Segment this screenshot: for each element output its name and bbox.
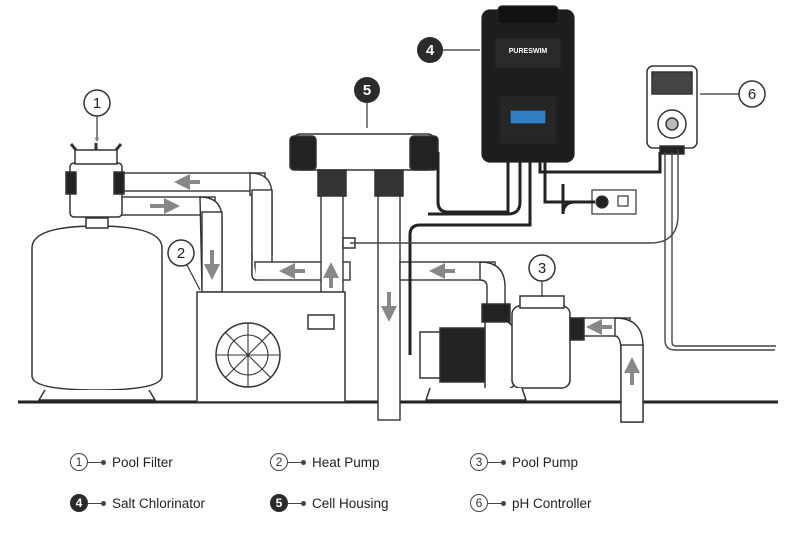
legend-badge-1: 1 — [70, 453, 88, 471]
chlorinator-brand: PURESWIM — [509, 48, 548, 55]
callout-3: 3 — [528, 254, 556, 297]
legend-item-cell-housing: 5 Cell Housing — [270, 492, 389, 514]
legend-leader — [488, 500, 506, 506]
legend-badge-3: 3 — [470, 453, 488, 471]
pool-filter — [31, 143, 163, 401]
legend-label-ph-controller: pH Controller — [512, 495, 592, 511]
legend-leader — [88, 459, 106, 465]
legend-label-pool-filter: Pool Filter — [112, 454, 173, 470]
legend-item-ph-controller: 6 pH Controller — [470, 492, 592, 514]
legend-badge-6: 6 — [470, 494, 488, 512]
legend-leader — [88, 500, 106, 506]
callout-2: 2 — [167, 239, 201, 291]
callout-5: 5 — [354, 77, 380, 128]
callout-6: 6 — [700, 80, 766, 108]
legend-leader — [288, 459, 306, 465]
legend-item-pool-pump: 3 Pool Pump — [470, 451, 578, 473]
cables — [408, 152, 662, 355]
pool-pump — [419, 295, 585, 401]
callout-5-number: 5 — [363, 82, 371, 99]
cell-housing — [289, 133, 439, 249]
legend-badge-5: 5 — [270, 494, 288, 512]
legend-label-pool-pump: Pool Pump — [512, 454, 579, 470]
callout-1: 1 — [83, 89, 111, 143]
ph-controller — [646, 65, 698, 155]
callout-2-number: 2 — [177, 245, 185, 262]
legend-leader — [488, 459, 506, 465]
salt-chlorinator — [481, 5, 575, 163]
legend-leader — [288, 500, 306, 506]
legend-item-pool-filter: 1 Pool Filter — [70, 451, 173, 473]
legend-item-salt-chlorinator: 4 Salt Chlorinator — [70, 492, 205, 514]
callout-4-number: 4 — [426, 42, 435, 59]
flow-arrows — [150, 174, 640, 385]
callout-3-number: 3 — [538, 260, 546, 277]
wall-socket — [591, 189, 637, 215]
legend-badge-4: 4 — [70, 494, 88, 512]
legend-label-salt-chlorinator: Salt Chlorinator — [112, 495, 206, 511]
legend-label-heat-pump: Heat Pump — [312, 454, 380, 470]
sensor-lines — [350, 150, 776, 351]
callout-4: 4 — [417, 37, 480, 63]
heat-pump — [196, 291, 346, 403]
legend-badge-2: 2 — [270, 453, 288, 471]
callout-1-number: 1 — [93, 95, 101, 112]
legend-label-cell-housing: Cell Housing — [312, 495, 389, 511]
callout-6-number: 6 — [748, 86, 756, 103]
legend-item-heat-pump: 2 Heat Pump — [270, 451, 380, 473]
